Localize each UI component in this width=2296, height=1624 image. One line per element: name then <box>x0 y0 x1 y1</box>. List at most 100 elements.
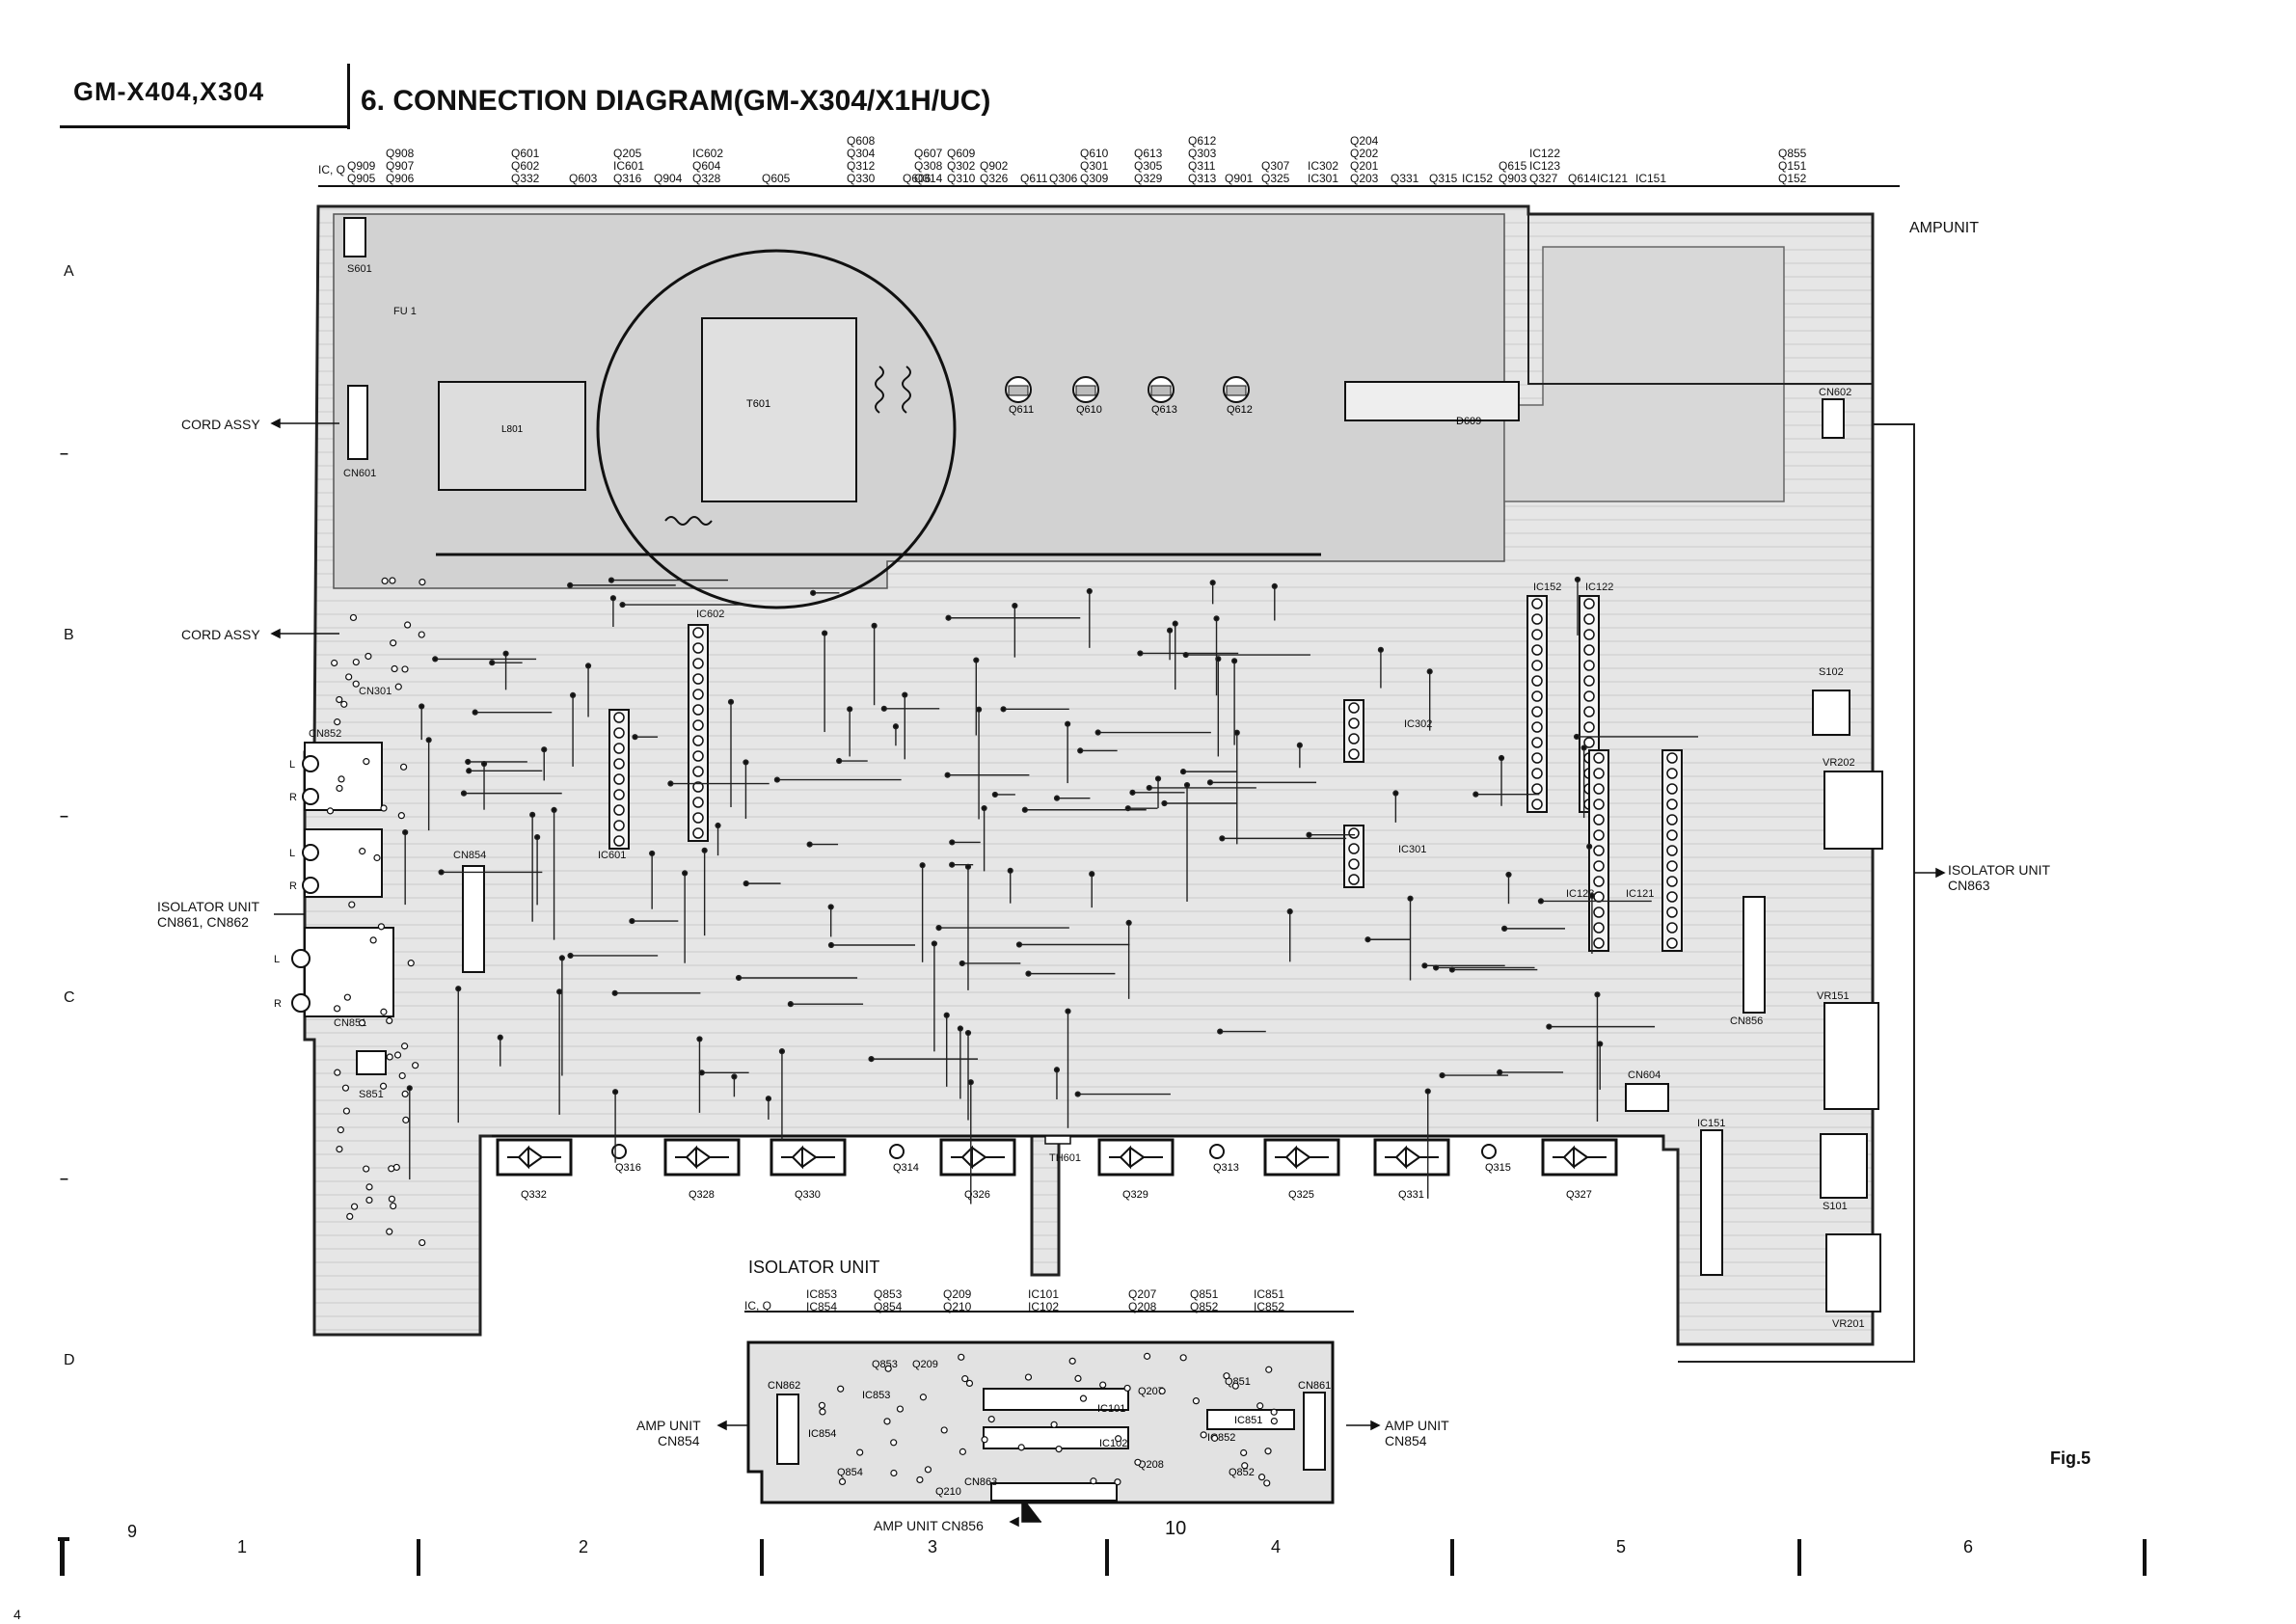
ic301-label: IC301 <box>1398 844 1426 855</box>
solder-pad <box>1392 790 1399 797</box>
cn602-label: CN602 <box>1819 387 1851 398</box>
top-transistor-label: Q612 <box>1227 404 1253 416</box>
solder-pad <box>1094 729 1101 736</box>
ic-pin <box>1593 798 1605 810</box>
solder-pad <box>1426 668 1433 675</box>
cn852b-block <box>304 828 383 898</box>
iso-pad <box>1074 1374 1082 1382</box>
vr202-block <box>1823 771 1883 850</box>
transformer-label: T601 <box>746 398 770 410</box>
component-pad <box>401 1090 409 1097</box>
row-label-d: D <box>64 1352 75 1368</box>
component-pad <box>407 960 415 967</box>
iso-pad <box>890 1439 898 1447</box>
component-pad <box>363 758 370 766</box>
isolator-ref-lead: IC, Q <box>744 1299 772 1313</box>
top-transistor <box>1072 376 1099 403</box>
solder-pad <box>822 630 828 636</box>
iso-pad <box>1123 1384 1131 1393</box>
ref-column: Q606 <box>903 172 932 185</box>
ic151-block <box>1700 1129 1723 1276</box>
component-pad <box>336 784 343 793</box>
header-underline <box>60 125 349 128</box>
ic-pin <box>1583 783 1595 795</box>
iso-pad <box>1068 1357 1076 1365</box>
ref-column: Q610 Q301 Q309 <box>1080 147 1109 185</box>
ic-package <box>608 709 630 850</box>
ic-package <box>1579 595 1600 813</box>
ic-pin <box>1583 660 1595 671</box>
solder-pad <box>973 657 980 663</box>
ic-package <box>1343 825 1364 888</box>
ic-pin <box>1531 613 1543 625</box>
ic-pin <box>1531 598 1543 609</box>
heatsink-area <box>1503 246 1785 502</box>
cn851-block <box>304 927 394 1017</box>
ic-pin <box>1531 629 1543 640</box>
solder-pad <box>480 760 488 768</box>
solder-pad <box>1154 775 1162 782</box>
solder-pad <box>919 862 926 869</box>
iso-pad <box>1050 1421 1058 1428</box>
ref-column: IC122 IC123 Q327 <box>1529 147 1561 185</box>
r-label-2: R <box>289 880 297 892</box>
isolator-ref-column: IC851 IC852 <box>1254 1287 1285 1313</box>
s851-block <box>356 1050 387 1075</box>
ref-column: Q615 Q903 <box>1499 159 1527 185</box>
solder-pad <box>1129 789 1136 796</box>
ic-pin <box>1583 706 1595 717</box>
iso-pad <box>1240 1448 1248 1457</box>
power-transistor <box>663 1138 741 1177</box>
ic-package <box>1526 595 1548 813</box>
isolator-board <box>746 1340 1335 1504</box>
fu1-label: FU 1 <box>393 306 417 317</box>
solder-pad <box>569 691 577 698</box>
solder-pad <box>1439 1072 1445 1079</box>
solder-pad <box>1574 576 1581 583</box>
solder-pad <box>419 703 425 710</box>
vr151-block <box>1823 1002 1879 1110</box>
component-pad <box>398 1071 406 1080</box>
solder-pad <box>1000 706 1007 713</box>
solder-pad <box>731 1073 738 1080</box>
solder-pad <box>991 791 998 798</box>
ic-pin <box>1583 798 1595 810</box>
ic-pin <box>1348 748 1360 760</box>
iso-pad <box>890 1469 898 1477</box>
solder-pad <box>556 988 563 995</box>
iso-pad <box>1264 1448 1272 1455</box>
solder-pad <box>765 1096 772 1102</box>
top-transistor-tab <box>1226 385 1247 396</box>
top-transistor <box>1148 376 1175 403</box>
ref-column: IC602 Q604 Q328 <box>692 147 724 185</box>
iso-pad <box>1099 1381 1107 1389</box>
top-transistor <box>1223 376 1250 403</box>
iso-pad <box>987 1415 995 1423</box>
ic-pin <box>1531 690 1543 702</box>
ic-pin <box>1531 768 1543 779</box>
solder-pad <box>425 737 432 744</box>
ic-pin <box>1666 876 1678 887</box>
iso-pad <box>958 1353 965 1361</box>
solder-pad <box>402 828 409 836</box>
ic-pin <box>692 812 704 824</box>
component-pad <box>380 1008 388 1015</box>
component-pad <box>386 1228 393 1235</box>
iso-pad <box>884 1365 892 1372</box>
row-label-dash-2: – <box>60 808 68 825</box>
ic-pin <box>1666 907 1678 918</box>
page-title: 6. CONNECTION DIAGRAM(GM-X304/X1H/UC) <box>361 85 991 117</box>
solder-pad <box>1573 733 1580 741</box>
component-pad <box>381 577 389 585</box>
ref-column: Q909 Q905 <box>347 159 376 185</box>
power-transistor-label: Q330 <box>795 1189 821 1201</box>
component-pad <box>359 848 366 855</box>
solder-pad <box>1271 582 1278 589</box>
solder-pad <box>611 1089 619 1096</box>
component-pad <box>349 613 358 622</box>
ampunit-callout: AMPUNIT <box>1909 220 1979 236</box>
solder-pad <box>551 806 557 813</box>
solder-pad <box>727 698 735 705</box>
ic-pin <box>1593 768 1605 779</box>
solder-pad <box>1217 1028 1224 1035</box>
